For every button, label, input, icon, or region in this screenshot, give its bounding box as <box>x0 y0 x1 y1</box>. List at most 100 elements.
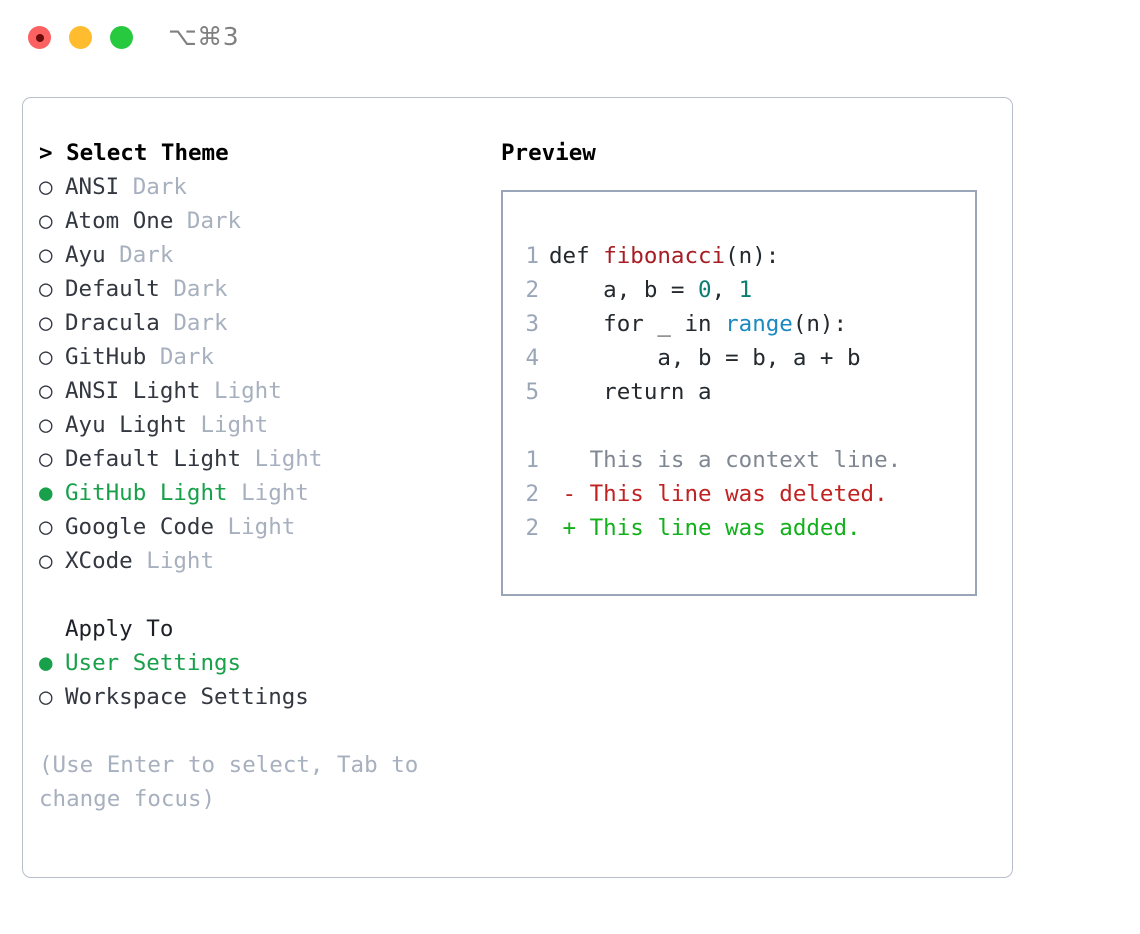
theme-selector-column: > Select Theme ○ANSI Dark○Atom One Dark○… <box>39 136 479 816</box>
code-token: 0 <box>698 277 712 303</box>
theme-list-item[interactable]: ○ Ayu Dark <box>39 238 479 272</box>
theme-mode-tag: Light <box>200 378 282 404</box>
code-token: a, b = b, a + b <box>549 345 861 371</box>
zoom-button[interactable] <box>110 26 133 49</box>
line-number: 2 <box>525 515 539 541</box>
theme-list-item[interactable]: ○ Google Code Light <box>39 510 479 544</box>
code-line: 5 return a <box>503 375 975 409</box>
theme-list-item[interactable]: ○ Atom One Dark <box>39 204 479 238</box>
code-line: 2 + This line was added. <box>503 511 975 545</box>
list-spacer <box>39 578 479 612</box>
apply-to-heading: Apply To <box>65 616 174 642</box>
radio-unselected-icon: ○ <box>39 378 53 404</box>
radio-selected-icon: ● <box>39 650 53 676</box>
code-token: , <box>711 277 739 303</box>
code-token: return a <box>549 379 712 405</box>
theme-name-label: Default Light <box>65 446 242 472</box>
window-controls <box>28 26 133 49</box>
line-number: 1 <box>525 243 539 269</box>
main-panel: > Select Theme ○ANSI Dark○Atom One Dark○… <box>22 97 1013 878</box>
theme-list-item[interactable]: ○ ANSI Dark <box>39 170 479 204</box>
code-token: (n): <box>792 311 848 337</box>
code-token: for _ in <box>549 311 726 337</box>
code-line <box>503 409 975 443</box>
code-token: (n): <box>725 243 780 269</box>
line-number: 4 <box>525 345 539 371</box>
code-token: 1 <box>738 277 753 303</box>
theme-mode-tag: Dark <box>159 276 228 302</box>
code-token: This is a context line. <box>549 447 902 473</box>
theme-name-label: Google Code <box>65 514 215 540</box>
theme-mode-tag: Dark <box>119 174 187 200</box>
theme-mode-tag: Light <box>132 548 215 574</box>
radio-unselected-icon: ○ <box>39 174 53 200</box>
theme-list-item[interactable]: ●GitHub Light Light <box>39 476 479 510</box>
keyboard-hint-text: (Use Enter to select, Tab to change focu… <box>39 752 419 812</box>
radio-unselected-icon: ○ <box>39 208 53 234</box>
code-line: 3 for _ in range(n): <box>503 307 975 341</box>
apply-to-list: ● User Settings ○ Workspace Settings <box>39 646 479 714</box>
code-token: fibonacci <box>603 243 726 269</box>
theme-mode-tag: Dark <box>159 310 228 336</box>
apply-to-option[interactable]: ○ Workspace Settings <box>39 680 479 714</box>
theme-name-label: Ayu Light <box>65 412 187 438</box>
theme-list-item[interactable]: ○ Default Light Light <box>39 442 479 476</box>
theme-name-label: ANSI <box>65 174 120 200</box>
theme-list-item[interactable]: ○XCode Light <box>39 544 479 578</box>
minimize-button[interactable] <box>69 26 92 49</box>
line-number: 1 <box>525 447 539 473</box>
select-theme-heading: > Select Theme <box>39 140 229 166</box>
theme-name-label: GitHub <box>65 344 147 370</box>
theme-mode-tag: Dark <box>146 344 215 370</box>
theme-list-item[interactable]: ○ Dracula Dark <box>39 306 479 340</box>
line-number: 2 <box>525 481 539 507</box>
code-token: range <box>725 311 793 337</box>
code-line: 1 This is a context line. <box>503 443 975 477</box>
theme-name-label: Default <box>65 276 160 302</box>
keyboard-shortcut-label: ⌥⌘3 <box>168 22 240 51</box>
radio-unselected-icon: ○ <box>39 242 53 268</box>
radio-unselected-icon: ○ <box>39 412 53 438</box>
close-button[interactable] <box>28 26 51 49</box>
radio-unselected-icon: ○ <box>39 514 53 540</box>
code-line: 4 a, b = b, a + b <box>503 341 975 375</box>
apply-to-label: Workspace Settings <box>65 684 309 710</box>
theme-list-item[interactable]: ○ Ayu Light Light <box>39 408 479 442</box>
theme-name-label: ANSI Light <box>65 378 201 404</box>
theme-mode-tag: Light <box>241 446 323 472</box>
code-token: a, b = <box>549 277 699 303</box>
theme-mode-tag: Light <box>214 514 296 540</box>
theme-mode-tag: Light <box>186 412 269 438</box>
radio-unselected-icon: ○ <box>39 684 53 710</box>
code-token: - This line was deleted. <box>549 481 888 507</box>
theme-name-label: Dracula <box>65 310 160 336</box>
theme-list-item[interactable]: ○ GitHub Dark <box>39 340 479 374</box>
code-token: def <box>549 243 604 269</box>
apply-to-option[interactable]: ● User Settings <box>39 646 479 680</box>
theme-name-label: GitHub Light <box>65 480 228 506</box>
theme-mode-tag: Light <box>227 480 309 506</box>
theme-mode-tag: Dark <box>173 208 242 234</box>
title-bar: ⌥⌘3 <box>0 0 1140 78</box>
radio-unselected-icon: ○ <box>39 344 53 370</box>
code-line: 2 a, b = 0, 1 <box>503 273 975 307</box>
theme-list-item[interactable]: ○ ANSI Light Light <box>39 374 479 408</box>
theme-mode-tag: Dark <box>105 242 174 268</box>
apply-to-label: User Settings <box>65 650 242 676</box>
theme-name-label: XCode <box>65 548 133 574</box>
theme-name-label: Atom One <box>65 208 174 234</box>
theme-name-label: Ayu <box>65 242 106 268</box>
theme-list-item[interactable]: ○ Default Dark <box>39 272 479 306</box>
code-line: 2 - This line was deleted. <box>503 477 975 511</box>
radio-unselected-icon: ○ <box>39 310 53 336</box>
code-token: + This line was added. <box>549 515 861 541</box>
preview-heading: Preview <box>501 140 596 166</box>
code-line: 1 def fibonacci(n): <box>503 239 975 273</box>
line-number: 3 <box>525 311 539 337</box>
radio-unselected-icon: ○ <box>39 446 53 472</box>
radio-unselected-icon: ○ <box>39 276 53 302</box>
